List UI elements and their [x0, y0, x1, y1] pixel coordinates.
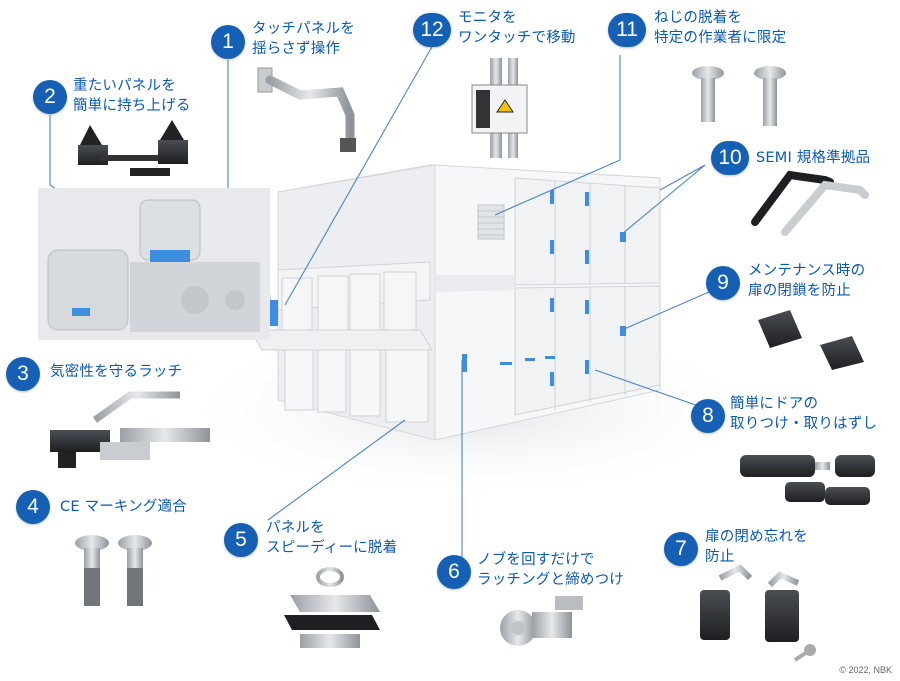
thumb-lift-off-hinge [740, 455, 875, 505]
thumb-panel-lifter [78, 120, 188, 176]
thumb-handles [751, 170, 869, 236]
callout-8-number: 8 [691, 399, 725, 433]
thumb-hold-open-hinge [758, 310, 864, 370]
callout-11-number: 11 [608, 13, 646, 47]
callout-6-number: 6 [437, 555, 471, 589]
callout-10-label: SEMI 規格準拠品 [756, 150, 871, 166]
thumb-arm-mount [257, 67, 356, 152]
callout-11-label: ねじの脱着を 特定の作業者に限定 [654, 10, 787, 46]
callout-12-number: 12 [413, 13, 451, 47]
callout-12-label: モニタを ワンタッチで移動 [458, 10, 576, 46]
machine [239, 164, 661, 441]
thumb-tamper-screws [692, 66, 786, 126]
callout-7-label: 扉の閉め忘れを 防止 [705, 529, 808, 565]
callout-10-number: 10 [711, 141, 749, 175]
callout-2-label: 重たいパネルを 簡単に持ち上げる [73, 78, 191, 114]
callout-6-label: ノブを回すだけで ラッチングと締めつけ [477, 552, 624, 588]
thumb-screws [75, 535, 152, 606]
thumb-knob-latch [500, 596, 583, 646]
callout-3-number: 3 [6, 357, 40, 391]
callout-1-label: タッチパネルを 揺らさず操作 [252, 21, 355, 57]
callout-1-number: 1 [211, 25, 245, 59]
copyright: © 2022, NBK [839, 665, 892, 675]
callout-5-number: 5 [224, 523, 258, 557]
thumb-monitor-rail [471, 58, 528, 158]
callout-9-label: メンテナンス時の 扉の閉鎖を防止 [748, 263, 866, 299]
thumb-panel-fastener [284, 567, 380, 648]
callout-8-label: 簡単にドアの 取りつけ・取りはずし [730, 396, 878, 432]
callout-4-number: 4 [16, 490, 50, 524]
callout-7-number: 7 [664, 532, 698, 566]
callout-3-label: 気密性を守るラッチ [50, 364, 183, 380]
callout-4-label: CE マーキング適合 [60, 499, 187, 515]
thumb-latch [50, 391, 210, 468]
callout-2-number: 2 [33, 80, 67, 114]
callout-5-label: パネルを スピーディーに脱着 [266, 520, 398, 556]
thumb-panel-photo [38, 188, 270, 340]
callout-9-number: 9 [706, 266, 740, 300]
thumb-latch-lock [700, 564, 816, 662]
